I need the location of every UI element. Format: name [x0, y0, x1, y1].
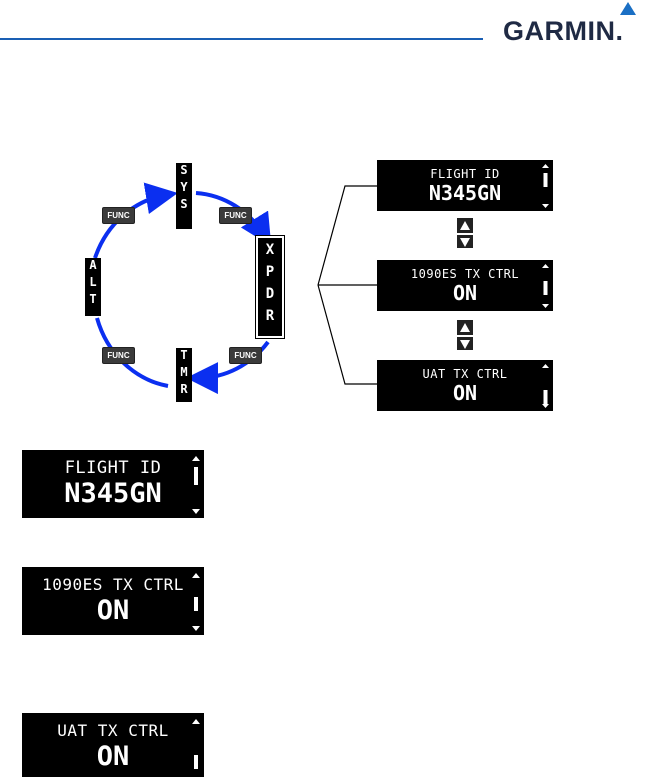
scrollbar-icon — [191, 719, 201, 775]
page-value: ON — [22, 741, 204, 773]
page-label: 1090ES TX CTRL — [22, 575, 204, 595]
page-value: N345GN — [22, 478, 204, 510]
page-label: 1090ES TX CTRL — [377, 267, 553, 281]
mode-xpdr-text: XPDR — [263, 238, 277, 330]
page-label: UAT TX CTRL — [377, 367, 553, 381]
func-button-tmr-alt[interactable]: FUNC — [102, 347, 135, 364]
scrollbar-icon — [541, 364, 550, 408]
func-button-sys-xpdr[interactable]: FUNC — [219, 207, 252, 224]
arc-alt-to-sys — [95, 195, 166, 258]
connector-flight-id — [318, 186, 377, 285]
page-value: ON — [22, 595, 204, 627]
scrollbar-icon — [541, 164, 550, 208]
scrollbar-icon — [541, 264, 550, 308]
xpdr-page-uat-large: UAT TX CTRL ON — [22, 713, 204, 777]
mode-tmr-text: TMR — [177, 348, 191, 399]
page-label: UAT TX CTRL — [22, 721, 204, 741]
xpdr-page-flight-id-small: FLIGHT ID N345GN — [377, 160, 553, 211]
xpdr-page-1090es-small: 1090ES TX CTRL ON — [377, 260, 553, 311]
page-value: N345GN — [377, 181, 553, 205]
func-button-alt-sys[interactable]: FUNC — [102, 207, 135, 224]
mode-sys-text: SYS — [177, 163, 191, 214]
mode-alt-text: ALT — [86, 258, 100, 309]
mode-xpdr: XPDR — [256, 236, 284, 338]
page-label: FLIGHT ID — [377, 167, 553, 181]
up-down-arrows-icon — [457, 320, 473, 350]
xpdr-page-1090es-large: 1090ES TX CTRL ON — [22, 567, 204, 635]
up-down-arrows-icon — [457, 218, 473, 248]
xpdr-page-uat-small: UAT TX CTRL ON — [377, 360, 553, 411]
scrollbar-icon — [191, 573, 201, 631]
func-button-xpdr-tmr[interactable]: FUNC — [229, 347, 262, 364]
xpdr-page-flight-id-large: FLIGHT ID N345GN — [22, 450, 204, 518]
connector-uat — [318, 285, 377, 384]
scrollbar-icon — [191, 456, 201, 514]
page-label: FLIGHT ID — [22, 458, 204, 478]
page-value: ON — [377, 381, 553, 405]
mode-alt: ALT — [85, 258, 101, 316]
mode-tmr: TMR — [176, 348, 192, 402]
page-value: ON — [377, 281, 553, 305]
mode-sys: SYS — [176, 163, 192, 229]
